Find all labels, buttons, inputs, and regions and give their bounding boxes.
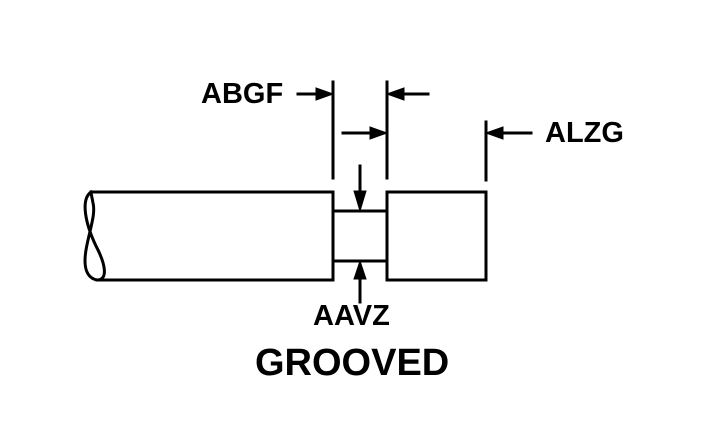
groove-depth-arrowhead-top bbox=[353, 190, 367, 213]
shaft-break-line bbox=[83, 189, 106, 282]
dimension-label-abgf: ABGF bbox=[201, 78, 284, 110]
shaft-body-outline bbox=[89, 190, 335, 282]
abgf-right-arrowhead bbox=[385, 87, 405, 101]
dimension-label-alzg: ALZG bbox=[545, 117, 624, 149]
groove-width-arrowhead bbox=[369, 126, 389, 140]
end-collar-outline bbox=[385, 190, 488, 282]
abgf-arrowhead bbox=[315, 87, 335, 101]
alzg-arrowhead bbox=[484, 126, 504, 140]
aavz-arrowhead bbox=[353, 259, 367, 280]
diagram-title: GROOVED bbox=[255, 342, 450, 384]
dimension-label-aavz: AAVZ bbox=[313, 300, 390, 332]
groove-outline bbox=[331, 209, 389, 263]
